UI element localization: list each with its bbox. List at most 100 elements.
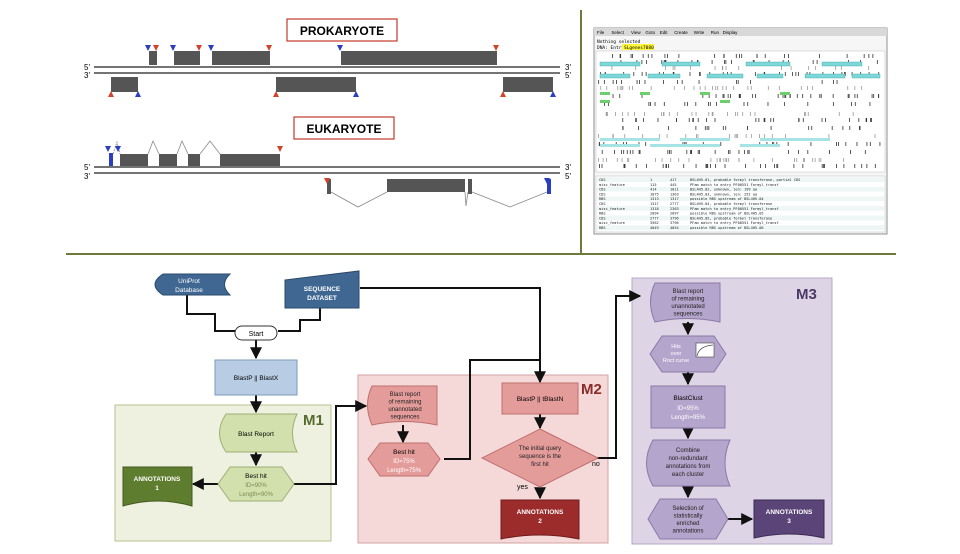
track-tick bbox=[735, 134, 737, 138]
m3-blastclust-node[interactable] bbox=[650, 385, 726, 429]
m1-blast-report-node[interactable] bbox=[219, 413, 298, 453]
track-tick bbox=[829, 150, 830, 154]
track-tick bbox=[764, 118, 766, 122]
exon-block bbox=[188, 154, 200, 166]
m3-hits-line: Hits bbox=[671, 344, 681, 350]
track-tick bbox=[676, 118, 678, 122]
track-tick bbox=[737, 134, 738, 138]
track-tick bbox=[737, 112, 739, 116]
track-tick bbox=[844, 72, 846, 76]
viewer-menu-item[interactable]: Edit bbox=[660, 30, 669, 35]
viewer-menu-item[interactable]: View bbox=[631, 30, 641, 35]
sequence-band bbox=[650, 144, 720, 147]
annotations2-node[interactable] bbox=[500, 499, 580, 540]
track-tick bbox=[798, 72, 799, 76]
viewer-menu-item[interactable]: Display bbox=[723, 30, 739, 35]
misc-feature-box bbox=[700, 92, 710, 95]
table-cell-end: 445 bbox=[670, 183, 677, 187]
track-tick bbox=[873, 94, 875, 98]
sequence-dataset-node[interactable] bbox=[284, 270, 360, 309]
track-tick bbox=[854, 164, 856, 168]
start-marker-icon bbox=[208, 45, 214, 51]
track-tick bbox=[773, 118, 775, 122]
track-tick bbox=[612, 80, 614, 84]
sequence-band bbox=[760, 138, 830, 141]
decision-node[interactable] bbox=[480, 428, 600, 488]
viewer-menu-item[interactable]: Create bbox=[674, 30, 688, 35]
track-tick bbox=[650, 86, 652, 90]
cds-feature-box[interactable] bbox=[821, 61, 863, 67]
cds-feature-box[interactable] bbox=[647, 73, 681, 79]
cds-feature-box[interactable] bbox=[661, 61, 701, 67]
annotations1-label-1: ANNOTATIONS bbox=[134, 476, 181, 483]
m3-combine-node[interactable] bbox=[646, 439, 731, 487]
track-tick bbox=[864, 150, 866, 154]
track-tick bbox=[612, 54, 613, 58]
table-row-bg bbox=[597, 206, 884, 211]
cds-feature-box[interactable] bbox=[851, 73, 881, 79]
stop-marker-icon bbox=[500, 91, 506, 97]
viewer-menu-item[interactable]: Goto bbox=[645, 30, 655, 35]
track-tick bbox=[692, 118, 694, 122]
viewer-entry-box[interactable] bbox=[622, 44, 654, 50]
m3-hits-node[interactable] bbox=[649, 335, 727, 373]
track-tick bbox=[798, 118, 800, 122]
track-tick bbox=[788, 150, 789, 154]
track-tick bbox=[632, 54, 633, 58]
track-tick bbox=[622, 86, 624, 90]
table-cell-desc: possible RBS upstream of BSL4H5.04 bbox=[690, 197, 764, 201]
track-tick bbox=[627, 112, 629, 116]
m2-blast-report-node[interactable] bbox=[367, 385, 438, 426]
uniprot-database-node[interactable] bbox=[154, 273, 232, 296]
cds-feature-box[interactable] bbox=[706, 73, 744, 79]
track-tick bbox=[752, 94, 754, 98]
cds-feature-box[interactable] bbox=[599, 61, 641, 67]
track-tick bbox=[738, 158, 740, 162]
viewer-menu-item[interactable]: Run bbox=[711, 30, 720, 35]
cds-feature-box[interactable] bbox=[756, 73, 784, 79]
track-tick bbox=[712, 112, 714, 116]
annotations1-node[interactable] bbox=[122, 466, 193, 507]
track-tick bbox=[621, 158, 623, 162]
cds-feature-box[interactable] bbox=[804, 73, 846, 79]
track-tick bbox=[787, 142, 789, 146]
strand-5-label-right: 5' bbox=[565, 172, 571, 181]
track-tick bbox=[767, 86, 769, 90]
track-tick bbox=[810, 142, 812, 146]
table-cell-end: 2097 bbox=[670, 212, 679, 216]
track-tick bbox=[722, 94, 724, 98]
track-tick bbox=[607, 112, 608, 116]
track-tick bbox=[854, 94, 856, 98]
cds-feature-box[interactable] bbox=[599, 73, 631, 79]
m3-selection-node[interactable] bbox=[647, 498, 729, 540]
track-tick bbox=[807, 102, 809, 106]
track-tick bbox=[724, 60, 725, 64]
track-tick bbox=[838, 142, 839, 146]
viewer-menu-item[interactable]: Write bbox=[694, 30, 705, 35]
track-tick bbox=[668, 112, 670, 116]
track-tick bbox=[802, 94, 804, 98]
viewer-menu-item[interactable]: Select bbox=[611, 30, 624, 35]
track-tick bbox=[722, 86, 724, 90]
annotations3-node[interactable] bbox=[753, 499, 825, 539]
blastp-tblastn-node[interactable] bbox=[501, 382, 579, 415]
track-tick bbox=[858, 118, 860, 122]
blastp-blastx-node[interactable] bbox=[214, 359, 298, 396]
track-tick bbox=[650, 102, 651, 106]
viewer-menu-item[interactable]: File bbox=[597, 30, 605, 35]
start-node[interactable] bbox=[234, 325, 278, 341]
track-tick bbox=[708, 102, 709, 106]
track-tick bbox=[600, 86, 602, 90]
m1-best-hit-node[interactable] bbox=[217, 466, 295, 502]
m2-best-hit-node[interactable] bbox=[367, 442, 441, 477]
track-tick bbox=[866, 142, 868, 146]
track-tick bbox=[644, 112, 645, 116]
track-tick bbox=[632, 86, 633, 90]
track-tick bbox=[753, 158, 755, 162]
cds-feature-box[interactable] bbox=[745, 61, 791, 67]
m3-blast-report-node[interactable] bbox=[650, 282, 721, 323]
track-tick bbox=[678, 54, 680, 58]
track-tick bbox=[727, 112, 728, 116]
